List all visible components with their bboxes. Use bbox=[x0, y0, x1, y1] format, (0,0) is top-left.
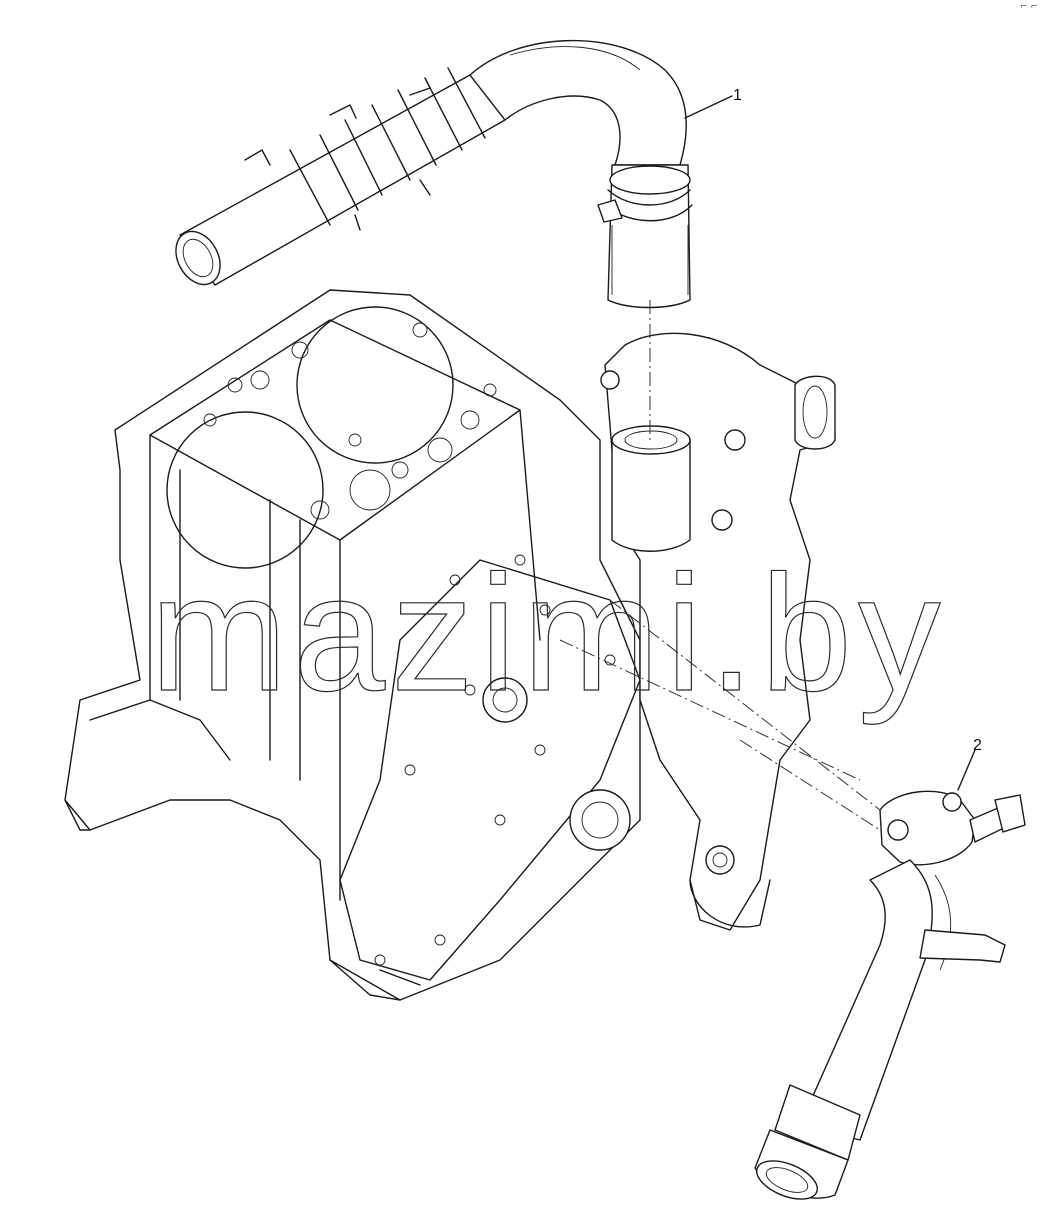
thermostat-housing bbox=[600, 332, 836, 931]
upper-hose-part[interactable] bbox=[167, 39, 693, 309]
watermark-text: mazimi.by bbox=[150, 541, 947, 725]
lower-pipe-part[interactable] bbox=[751, 790, 1026, 1207]
assembly-lines bbox=[559, 300, 881, 831]
callout-2: 2 bbox=[973, 737, 982, 754]
engine-block bbox=[64, 289, 641, 1001]
leader-lines bbox=[684, 95, 976, 791]
callout-1: 1 bbox=[733, 87, 742, 104]
corner-mark: ⌐ ⌐ bbox=[1020, 2, 1038, 12]
